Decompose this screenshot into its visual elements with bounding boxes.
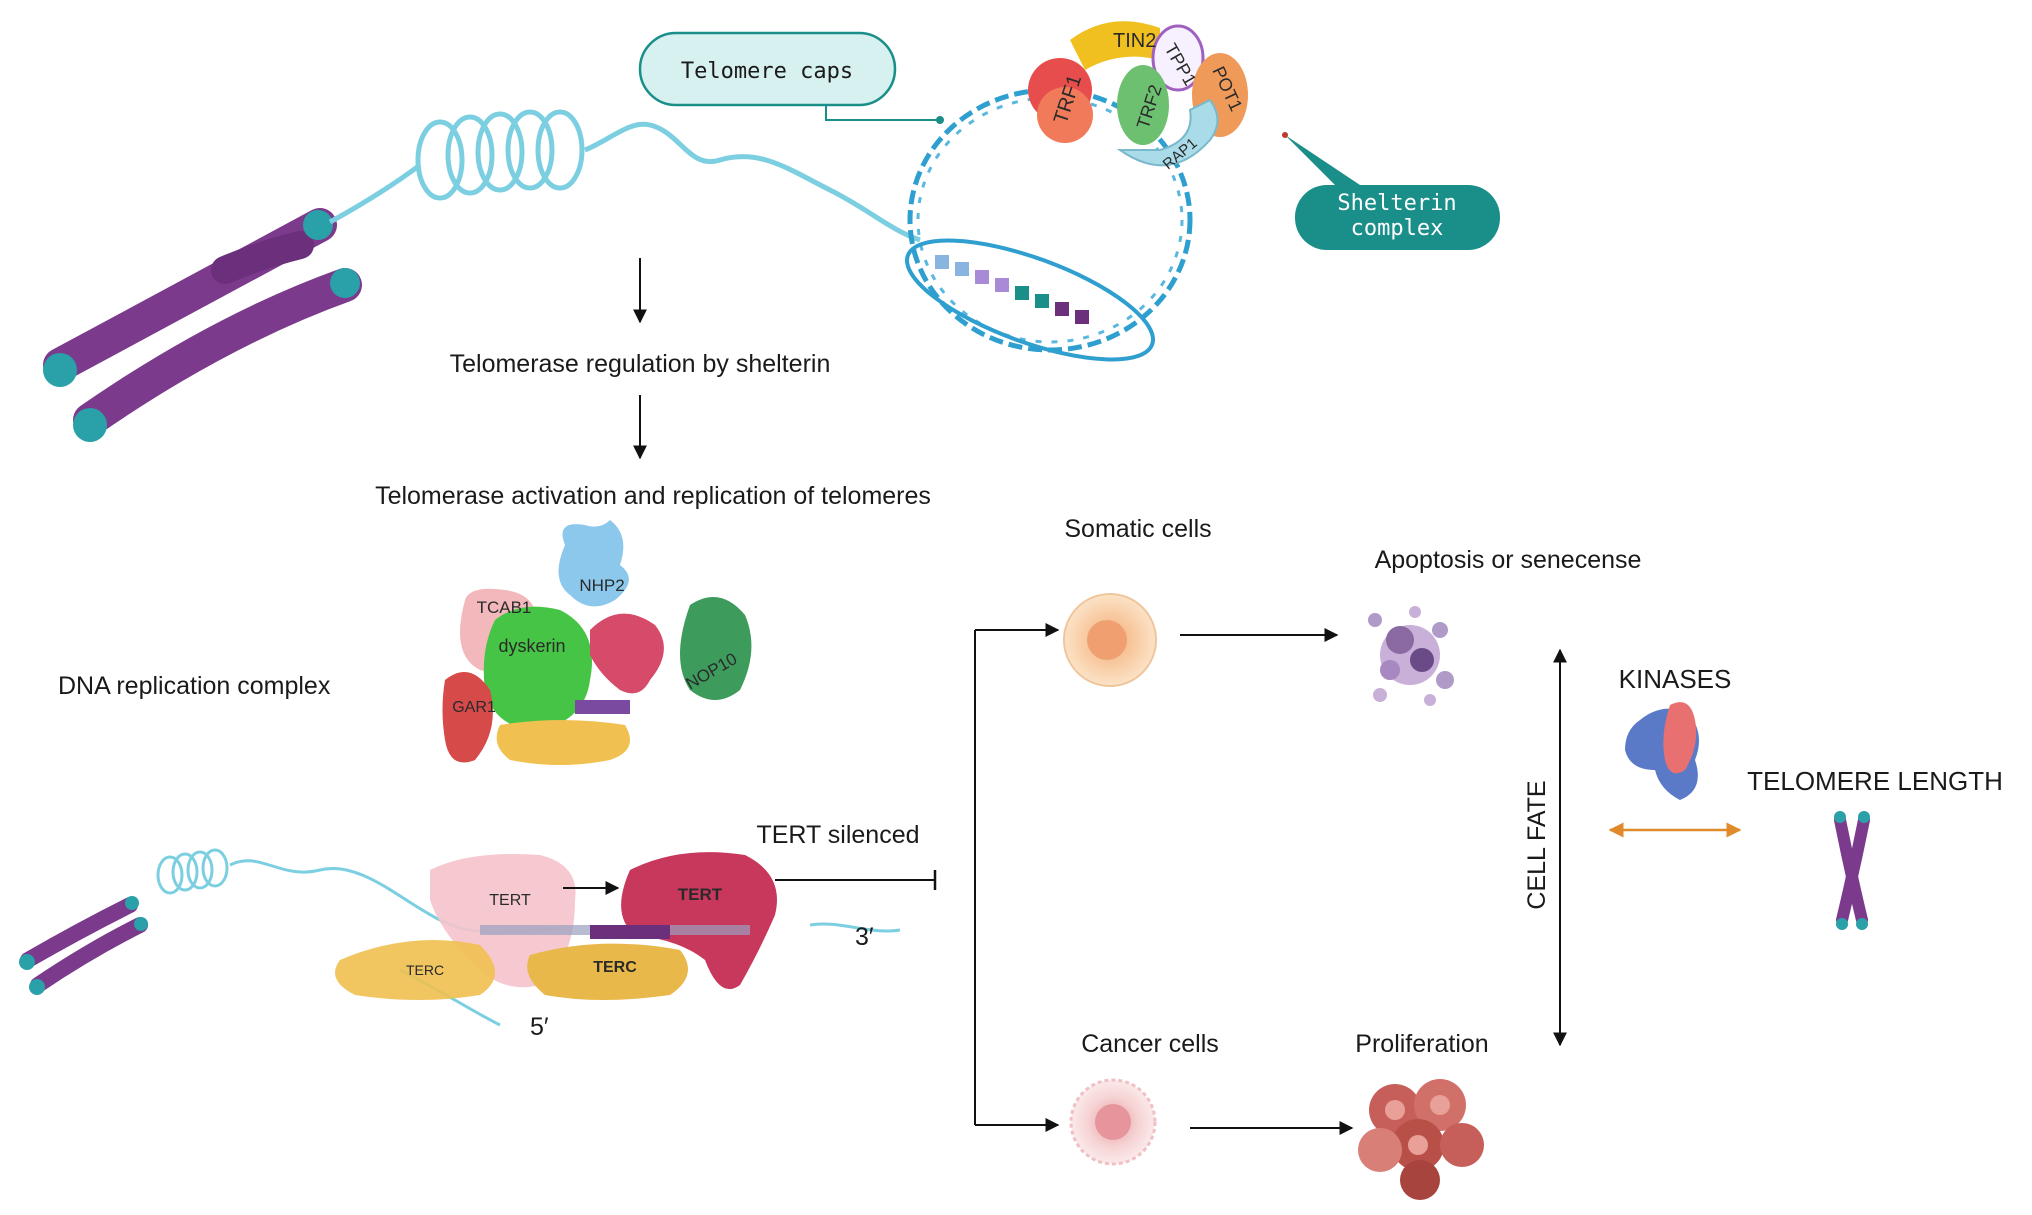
shelterin-callout: Shelterin complex [1282, 132, 1500, 250]
kinase-protein [1625, 702, 1699, 800]
five-prime-label: 5′ [530, 1013, 549, 1041]
apoptosis-label: Apoptosis or senecense [1375, 546, 1642, 574]
dna-replication-complex-label: DNA replication complex [58, 672, 331, 700]
telomere-repeats [935, 255, 1089, 324]
telomere-length-label: TELOMERE LENGTH [1747, 766, 2003, 796]
tert-silenced-label: TERT silenced [756, 821, 919, 849]
chromatin-coil [328, 109, 921, 243]
cancer-cells-label: Cancer cells [1081, 1030, 1219, 1058]
dna-replication-complex: NHP2 TCAB1 dyskerin NOP10 GAR1 [442, 520, 752, 765]
small-chromosome [19, 896, 148, 995]
apoptotic-cell [1368, 606, 1454, 706]
shelterin-proteins: TIN2 TRF1 TPP1 POT1 TRF2 RAP1 [1028, 21, 1248, 173]
shelterin-label-line2: complex [1351, 216, 1444, 241]
nhp2-label: NHP2 [579, 576, 624, 595]
telomerase-regulation-label: Telomerase regulation by shelterin [450, 350, 831, 378]
dyskerin-label: dyskerin [498, 636, 565, 656]
cell-fate-label: CELL FATE [1523, 780, 1551, 909]
shelterin-label-line1: Shelterin [1337, 191, 1456, 216]
tcab1-label: TCAB1 [477, 598, 532, 617]
telomere-loop [904, 87, 1193, 362]
tin2-label: TIN2 [1113, 30, 1156, 52]
somatic-cell [1063, 593, 1157, 687]
telomere-caps-label: Telomere caps [681, 59, 853, 84]
cancer-cell [1069, 1078, 1157, 1166]
terc-active-label: TERC [593, 959, 637, 976]
proliferation-label: Proliferation [1355, 1030, 1488, 1058]
telomere-caps-callout: Telomere caps [638, 31, 944, 124]
somatic-cells-label: Somatic cells [1064, 515, 1211, 543]
kinases-label: KINASES [1619, 664, 1732, 694]
large-chromosome [43, 208, 362, 442]
telomerase-activation-label: Telomerase activation and replication of… [375, 482, 931, 510]
gar1-label: GAR1 [452, 699, 496, 716]
three-prime-label: 3′ [855, 923, 874, 951]
telomerase-complex: TERT TERT TERC TERC [335, 852, 777, 1000]
telomere-length-chromosome [1834, 811, 1870, 930]
terc-inactive-label: TERC [406, 962, 444, 978]
tert-active-label: TERT [678, 885, 723, 904]
tert-inactive-label: TERT [489, 892, 531, 909]
proliferating-cells [1358, 1079, 1484, 1200]
